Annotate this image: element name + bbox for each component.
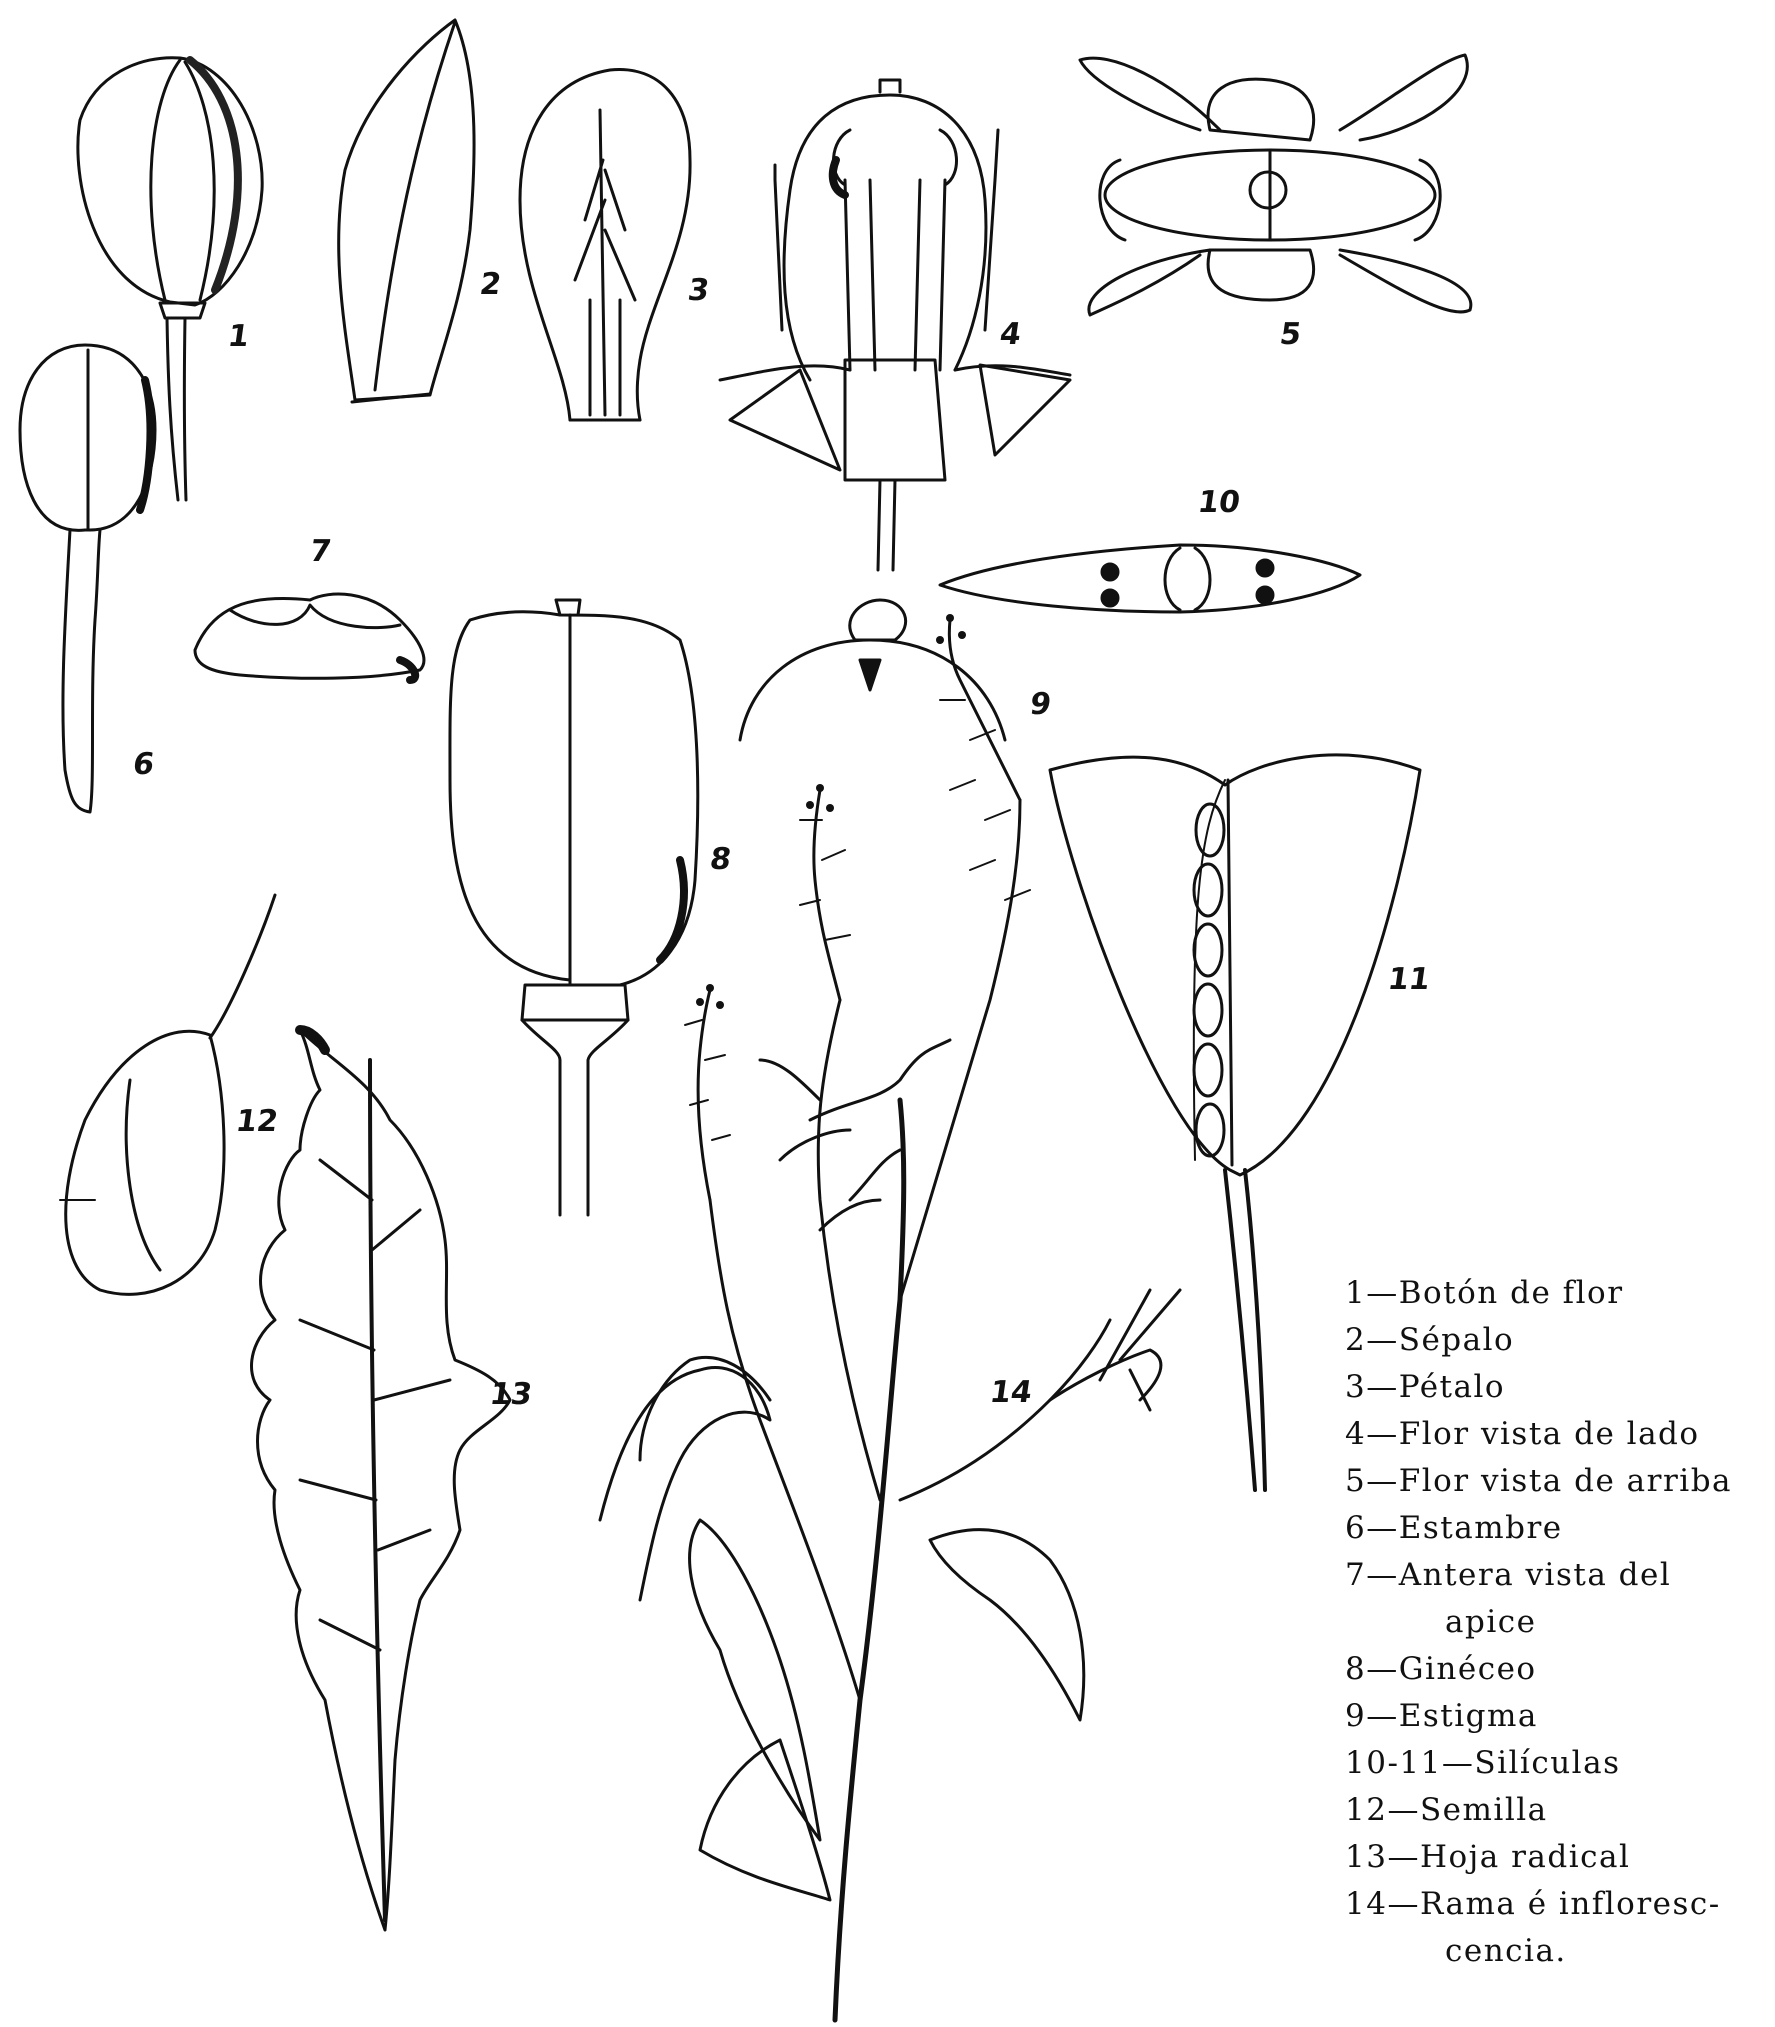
legend-item-5: 5—Flor vista de arriba (1345, 1458, 1765, 1505)
legend-item-7-continued: apice (1345, 1599, 1765, 1646)
figure-6-stamen (20, 345, 155, 812)
figure-number-14: 14 (988, 1378, 1034, 1408)
figure-5-flower-top (1080, 55, 1471, 315)
figure-number-11: 11 (1386, 965, 1432, 995)
figure-number-12: 12 (234, 1107, 280, 1137)
figure-number-5: 5 (1278, 320, 1303, 350)
figure-2-sepal (339, 20, 474, 402)
legend-item-14-continued: cencia. (1345, 1928, 1765, 1975)
figure-14-branch-inflorescence (600, 614, 1180, 2020)
figure-number-9: 9 (1028, 690, 1053, 720)
figure-number-3: 3 (686, 276, 711, 306)
legend-item-3: 3—Pétalo (1345, 1364, 1765, 1411)
figure-7-anther-apex (195, 594, 424, 680)
figure-number-1: 1 (226, 322, 251, 352)
figure-1-flower-bud (78, 58, 262, 500)
figure-number-6: 6 (131, 750, 156, 780)
legend-item-1: 1—Botón de flor (1345, 1270, 1765, 1317)
figure-number-10: 10 (1196, 488, 1242, 518)
legend-item-14: 14—Rama é infloresc- (1345, 1881, 1765, 1928)
legend-item-10-11: 10-11—Silículas (1345, 1740, 1765, 1787)
figure-10-silicle-section (940, 545, 1360, 612)
legend-item-7: 7—Antera vista del (1345, 1552, 1765, 1599)
figure-number-4: 4 (998, 320, 1023, 350)
figure-number-7: 7 (308, 537, 333, 567)
legend-item-6: 6—Estambre (1345, 1505, 1765, 1552)
legend-item-4: 4—Flor vista de lado (1345, 1411, 1765, 1458)
figure-number-8: 8 (708, 845, 733, 875)
figure-9-stigma (740, 600, 1005, 740)
figure-number-13: 13 (488, 1380, 534, 1410)
figure-legend: 1—Botón de flor 2—Sépalo 3—Pétalo 4—Flor… (1345, 1270, 1765, 1975)
figure-13-radical-leaf (251, 1030, 510, 1930)
legend-item-8: 8—Ginéceo (1345, 1646, 1765, 1693)
figure-12-seed (60, 895, 275, 1294)
legend-item-12: 12—Semilla (1345, 1787, 1765, 1834)
figure-number-2: 2 (478, 270, 503, 300)
legend-item-13: 13—Hoja radical (1345, 1834, 1765, 1881)
figure-8-gynoecium (450, 600, 698, 1215)
figure-3-petal (520, 70, 690, 420)
legend-item-9: 9—Estigma (1345, 1693, 1765, 1740)
legend-item-2: 2—Sépalo (1345, 1317, 1765, 1364)
